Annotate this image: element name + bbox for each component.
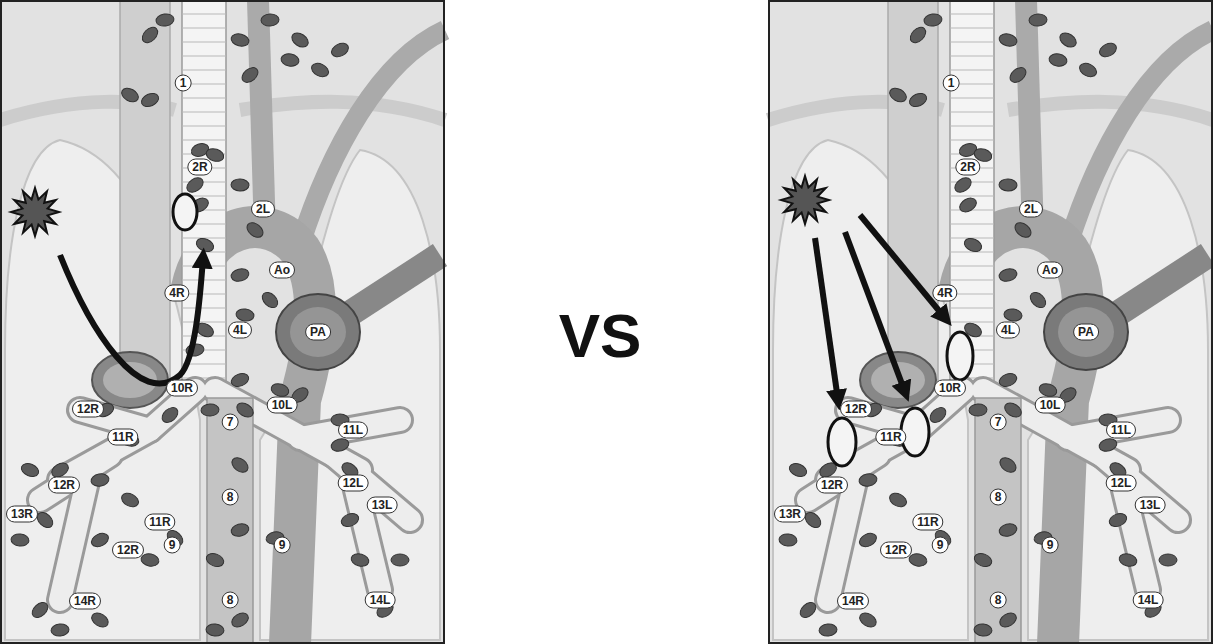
station-label: 7 bbox=[990, 414, 1007, 431]
station-label: 8 bbox=[222, 489, 239, 506]
right-panel bbox=[768, 0, 1213, 644]
station-label: 13L bbox=[1135, 497, 1166, 514]
station-label: 13R bbox=[774, 506, 806, 523]
station-label: 14L bbox=[365, 592, 396, 609]
station-label: Ao bbox=[269, 262, 295, 279]
station-label: 2L bbox=[1019, 201, 1043, 218]
station-label: 12R bbox=[112, 542, 144, 559]
station-label: 9 bbox=[1042, 537, 1059, 554]
station-label: 8 bbox=[990, 592, 1007, 609]
station-label: 4L bbox=[996, 322, 1020, 339]
station-label: 11L bbox=[338, 422, 368, 439]
station-label: 9 bbox=[274, 537, 291, 554]
station-label: 2R bbox=[187, 159, 212, 176]
station-label: 7 bbox=[222, 414, 239, 431]
station-label: 13R bbox=[6, 506, 38, 523]
station-label: 11L bbox=[1106, 422, 1136, 439]
metastatic-node bbox=[947, 332, 973, 380]
station-label: 12R bbox=[816, 477, 848, 494]
station-label: 4R bbox=[932, 285, 957, 302]
station-label: 11R bbox=[107, 429, 138, 446]
station-label: 1 bbox=[943, 75, 960, 92]
station-label: 14R bbox=[69, 593, 101, 610]
station-label: 10R bbox=[934, 380, 966, 397]
station-label: 12L bbox=[1106, 475, 1137, 492]
station-label: 14L bbox=[1133, 592, 1164, 609]
station-label: 4R bbox=[164, 285, 189, 302]
skip-arrow bbox=[60, 255, 203, 383]
versus-text: VS bbox=[559, 300, 642, 371]
station-label: PA bbox=[305, 324, 331, 341]
station-label: 4L bbox=[228, 322, 252, 339]
station-label: 2R bbox=[955, 159, 980, 176]
station-label: 14R bbox=[837, 593, 869, 610]
metastatic-node bbox=[828, 418, 856, 466]
station-label: 11R bbox=[912, 514, 943, 531]
station-label: 12L bbox=[338, 475, 369, 492]
station-label: 12R bbox=[72, 401, 104, 418]
left-panel bbox=[0, 0, 445, 644]
station-label: 11R bbox=[144, 514, 175, 531]
station-label: 12R bbox=[48, 477, 80, 494]
station-label: 8 bbox=[222, 592, 239, 609]
spread-arrow bbox=[815, 238, 838, 400]
station-label: 12R bbox=[880, 542, 912, 559]
station-label: 12R bbox=[840, 401, 872, 418]
tumor-symbol bbox=[781, 176, 829, 224]
station-label: PA bbox=[1073, 324, 1099, 341]
tumor-symbol bbox=[11, 188, 59, 236]
station-label: Ao bbox=[1037, 262, 1063, 279]
station-label: 8 bbox=[990, 489, 1007, 506]
station-label: 11R bbox=[875, 429, 906, 446]
station-label: 9 bbox=[932, 537, 949, 554]
station-label: 10L bbox=[1035, 397, 1066, 414]
station-label: 9 bbox=[164, 537, 181, 554]
station-label: 10R bbox=[166, 380, 198, 397]
station-label: 10L bbox=[267, 397, 298, 414]
station-label: 1 bbox=[175, 75, 192, 92]
spread-arrow bbox=[860, 215, 945, 318]
metastatic-node bbox=[173, 194, 197, 230]
station-label: 2L bbox=[251, 201, 275, 218]
station-label: 13L bbox=[367, 497, 398, 514]
